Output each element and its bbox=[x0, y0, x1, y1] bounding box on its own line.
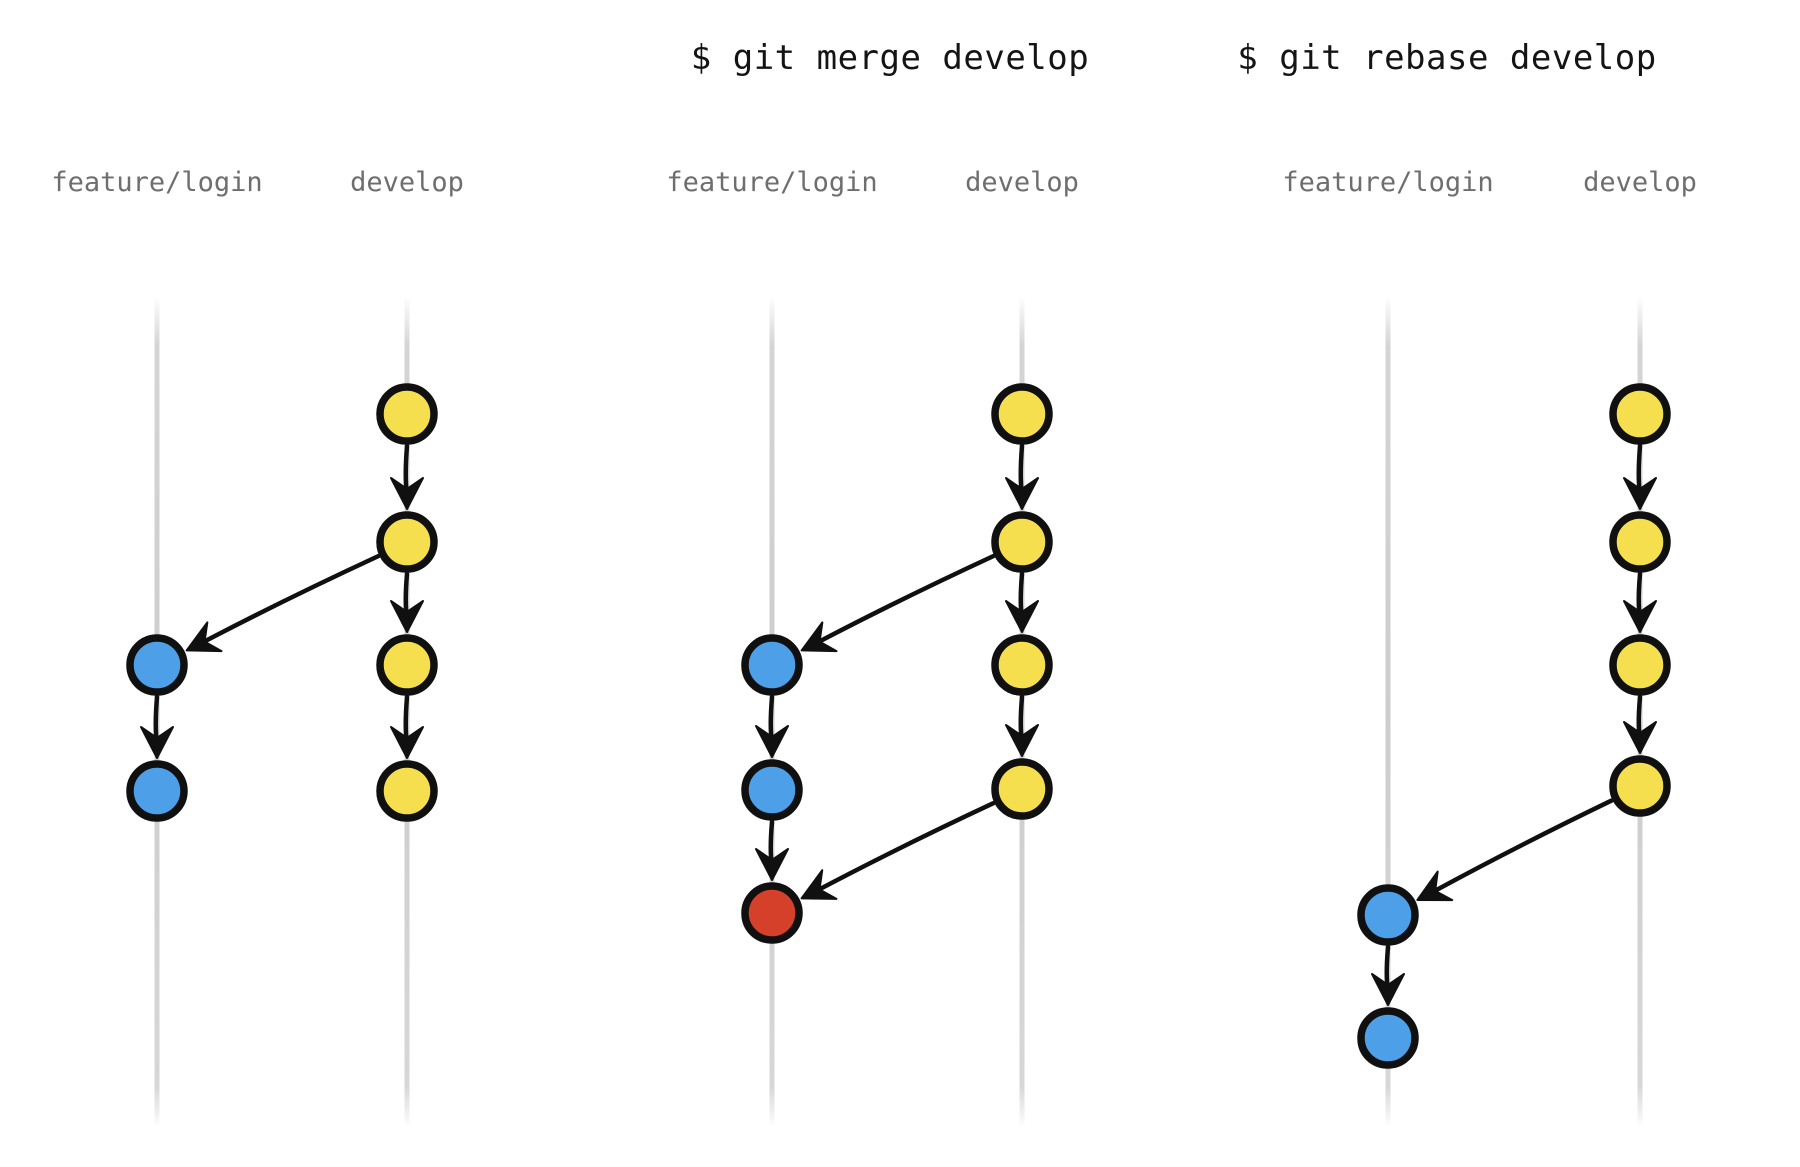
title-git-rebase-command: $ git rebase develop bbox=[1237, 38, 1657, 78]
commit-node-ink-ring bbox=[991, 386, 1050, 445]
commit-edge-shaft bbox=[1427, 798, 1614, 896]
commit-node-ink-ring bbox=[1609, 514, 1668, 573]
branch-line-feature-login bbox=[1385, 296, 1391, 1128]
commit-edge-shaft bbox=[811, 553, 996, 647]
branch-label-feature-login: feature/login bbox=[1282, 167, 1494, 198]
commit-edge-arrowhead bbox=[390, 477, 424, 510]
commit-node-ink-ring bbox=[741, 885, 800, 944]
commit-node-ink-ring bbox=[1357, 1010, 1416, 1069]
commit-node-ink-ring bbox=[376, 637, 435, 696]
branch-label-develop: develop bbox=[1583, 167, 1697, 198]
commit-edge-arrowhead bbox=[390, 600, 424, 633]
commit-edge-arrowhead bbox=[1623, 721, 1657, 754]
commit-edge-arrowhead bbox=[755, 848, 789, 881]
commit-edge-arrowhead bbox=[140, 726, 174, 759]
title-git-merge-command: $ git merge develop bbox=[690, 38, 1090, 78]
commit-node-ink-ring bbox=[376, 514, 435, 573]
commit-edge-arrowhead bbox=[1623, 600, 1657, 633]
commit-edge-shaft bbox=[196, 553, 381, 647]
commit-edge-arrowhead bbox=[800, 621, 838, 653]
commit-node-ink-ring bbox=[991, 514, 1050, 573]
commit-node-ink-ring bbox=[1357, 887, 1416, 946]
commit-node-ink-ring bbox=[741, 762, 800, 821]
commit-node-ink-ring bbox=[741, 637, 800, 696]
commit-node-ink-ring bbox=[991, 637, 1050, 696]
commit-edge-arrowhead bbox=[1416, 870, 1454, 902]
commit-edge-arrowhead bbox=[1371, 973, 1405, 1006]
branch-label-develop: develop bbox=[350, 167, 464, 198]
commit-edge-arrowhead bbox=[1005, 600, 1039, 633]
branch-label-develop: develop bbox=[965, 167, 1079, 198]
commit-node-ink-ring bbox=[1609, 637, 1668, 696]
commit-node-ink-ring bbox=[376, 763, 435, 822]
branch-label-feature-login: feature/login bbox=[51, 167, 263, 198]
commit-node-ink-ring bbox=[126, 637, 185, 696]
commit-node-ink-ring bbox=[1609, 758, 1668, 817]
commit-node-ink-ring bbox=[991, 761, 1050, 820]
commit-node-ink-ring bbox=[376, 386, 435, 445]
commit-node-ink-ring bbox=[1609, 386, 1668, 445]
branch-label-feature-login: feature/login bbox=[666, 167, 878, 198]
commit-node-ink-ring bbox=[126, 763, 185, 822]
commit-edge-arrowhead bbox=[755, 725, 789, 758]
commit-edge-arrowhead bbox=[1005, 477, 1039, 510]
commit-edge-arrowhead bbox=[1005, 724, 1039, 757]
commit-edge-shaft bbox=[811, 800, 996, 895]
commit-edge-arrowhead bbox=[800, 869, 838, 900]
commit-edge-arrowhead bbox=[1623, 477, 1657, 510]
commit-edge-arrowhead bbox=[185, 621, 223, 653]
commit-edge-arrowhead bbox=[390, 726, 424, 759]
